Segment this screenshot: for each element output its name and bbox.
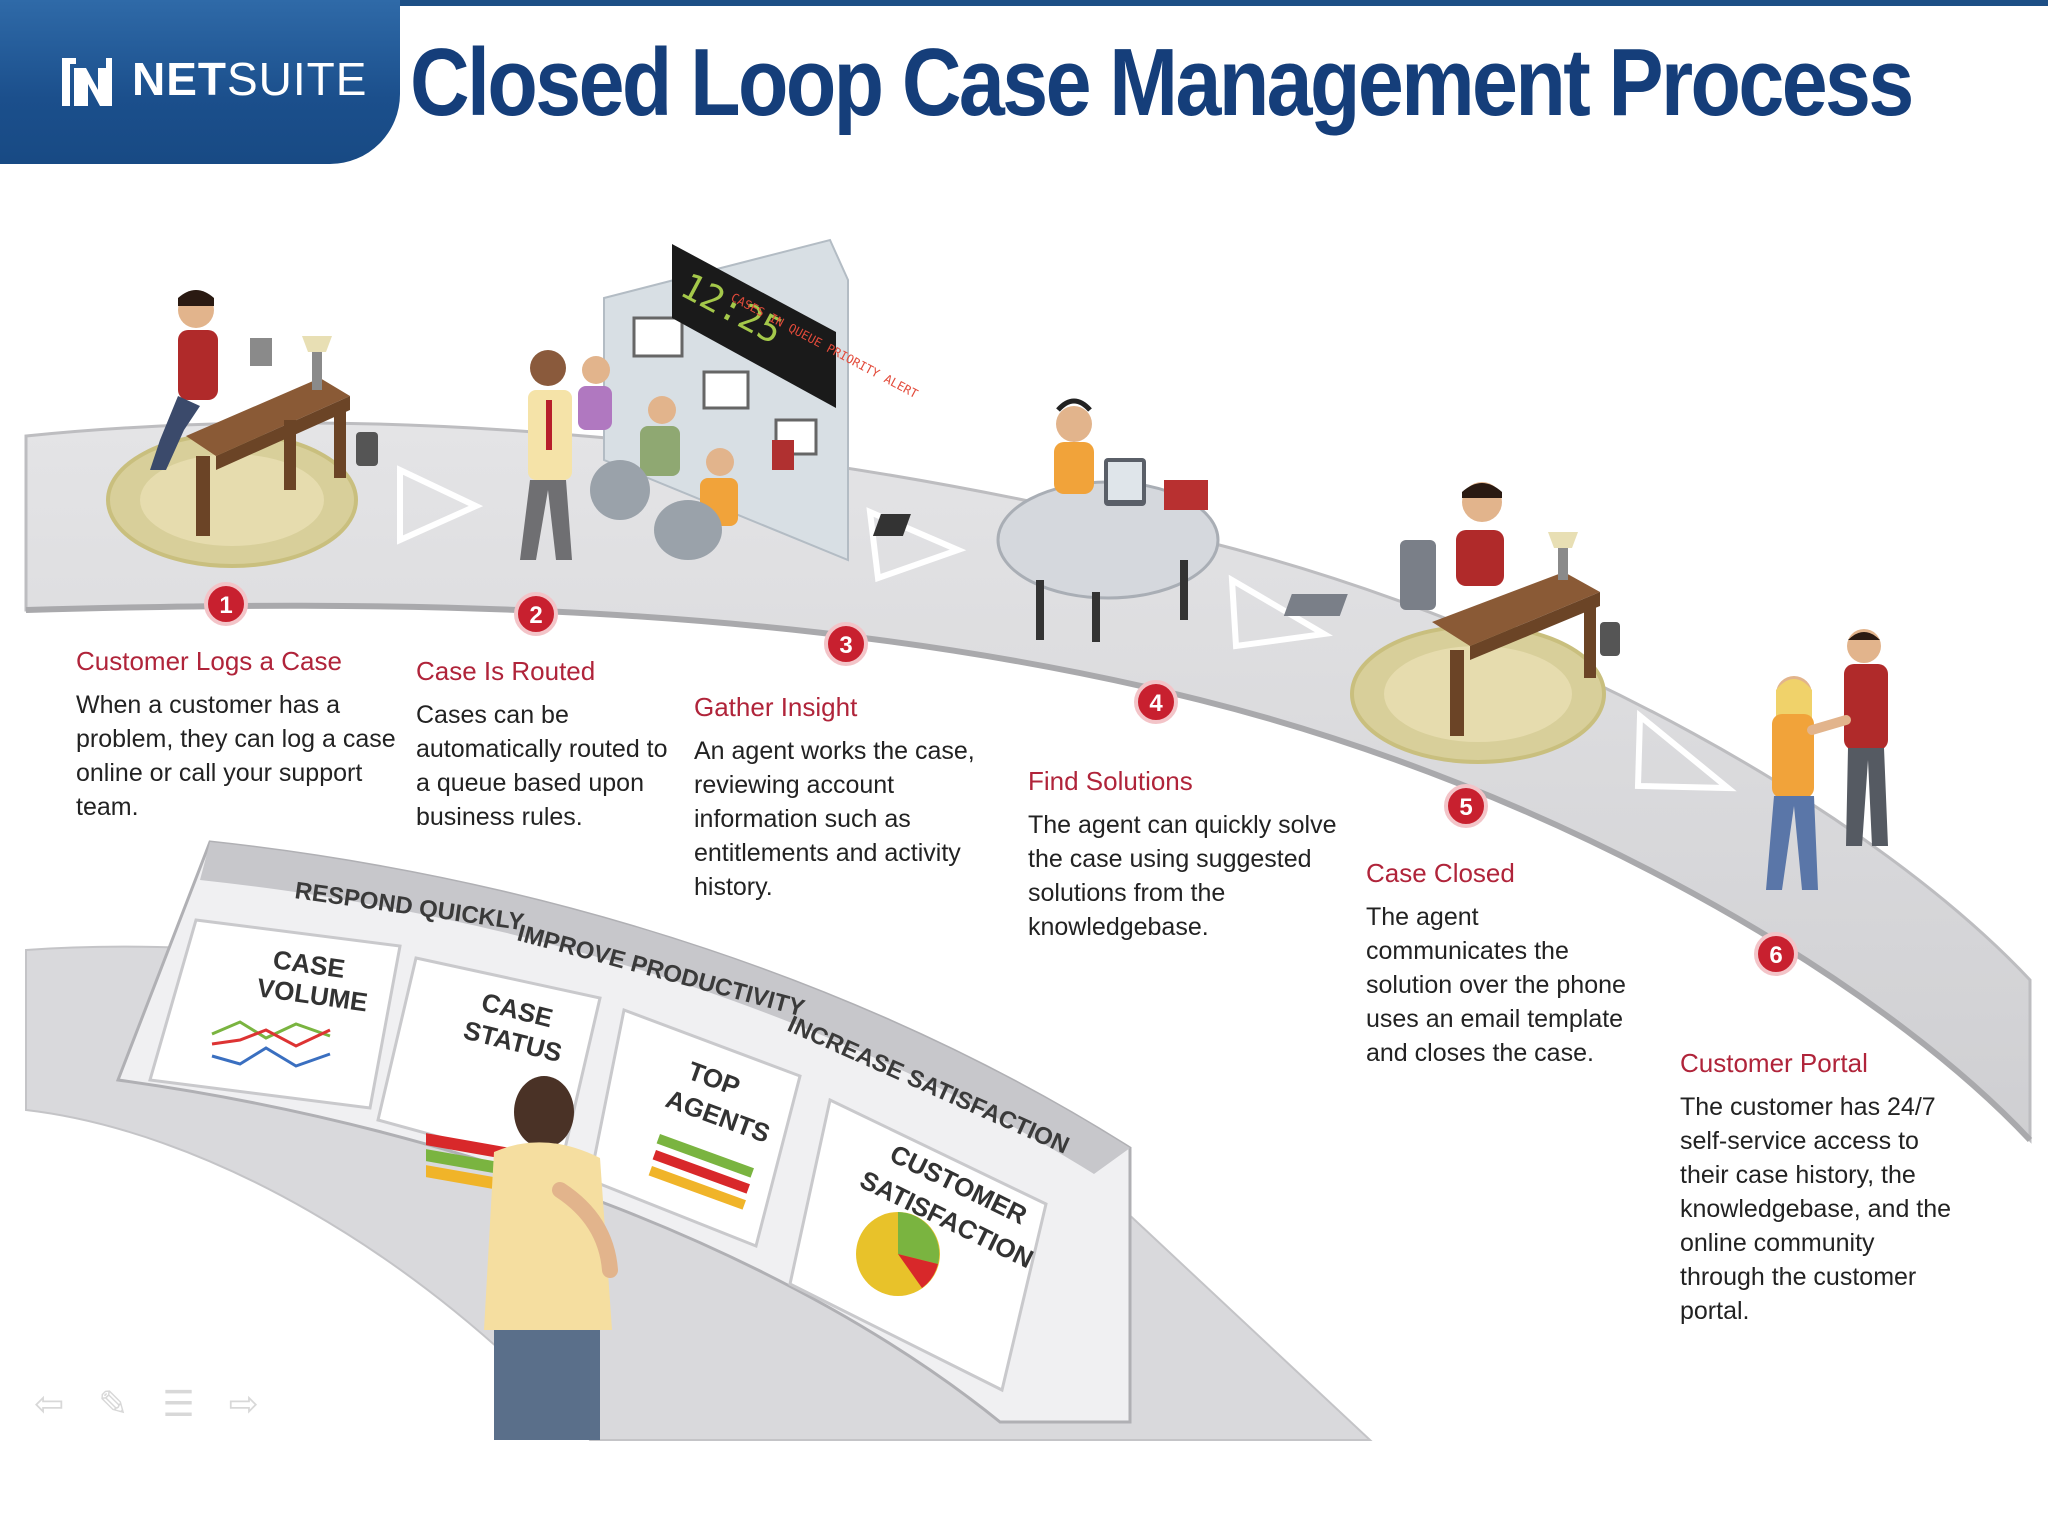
step-4-scene xyxy=(872,398,1220,642)
svg-text:1: 1 xyxy=(219,592,232,619)
arrow-3-4 xyxy=(866,507,967,583)
step-6-scene xyxy=(1766,629,1888,890)
viewer-figure xyxy=(484,1076,618,1440)
svg-text:5: 5 xyxy=(1459,794,1472,821)
svg-text:4: 4 xyxy=(1149,690,1163,717)
panel-top-agents: TOP AGENTS xyxy=(588,1007,802,1249)
step-5-title: Case Closed xyxy=(1366,858,1515,888)
step-4-title: Find Solutions xyxy=(1028,766,1193,796)
slide-nav: ⇦ ✎ ☰ ⇨ xyxy=(34,1384,259,1425)
step-badge-4: 4 xyxy=(1134,680,1178,724)
panel-customer-satisfaction: CUSTOMER SATISFACTION xyxy=(788,1097,1048,1393)
step-badge-1: 1 xyxy=(204,582,248,626)
arrow-5-6 xyxy=(1634,709,1737,792)
step-badge-6: 6 xyxy=(1754,932,1798,976)
svg-text:2: 2 xyxy=(529,602,542,629)
back-arrow-icon[interactable]: ⇦ xyxy=(34,1384,65,1425)
forward-arrow-icon[interactable]: ⇨ xyxy=(228,1384,259,1425)
step-6-title: Customer Portal xyxy=(1680,1048,1868,1078)
step-1-title: Customer Logs a Case xyxy=(76,646,342,676)
page-title: Closed Loop Case Management Process xyxy=(410,29,1914,136)
panel-case-volume: CASE VOLUME xyxy=(148,918,402,1110)
arrow-4-5 xyxy=(1228,574,1333,650)
pen-icon[interactable]: ✎ xyxy=(98,1384,129,1425)
step-1-scene xyxy=(106,290,378,568)
svg-text:6: 6 xyxy=(1769,942,1782,969)
step-5-scene xyxy=(1283,482,1620,764)
brand-name: NETSUITE xyxy=(132,53,368,105)
step-2-title: Case Is Routed xyxy=(416,656,596,686)
svg-text:3: 3 xyxy=(839,632,852,659)
menu-icon[interactable]: ☰ xyxy=(162,1384,195,1425)
netsuite-logo-icon xyxy=(62,58,112,106)
step-badge-2: 2 xyxy=(514,592,558,636)
step-badge-3: 3 xyxy=(824,622,868,666)
step-3-title: Gather Insight xyxy=(694,692,858,722)
step-3-description: An agent works the case,reviewing accoun… xyxy=(694,737,975,901)
step-badge-5: 5 xyxy=(1444,784,1488,828)
logo-tab: NETSUITE xyxy=(0,0,400,164)
arrow-1-2 xyxy=(397,465,484,545)
header-band xyxy=(0,0,2048,6)
